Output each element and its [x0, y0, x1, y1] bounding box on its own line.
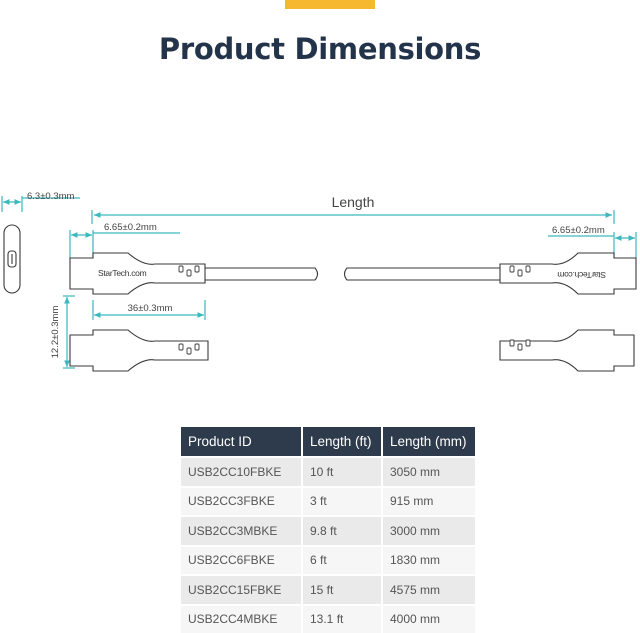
startech-logo-right: StarTech.com: [557, 270, 606, 280]
product-table: Product ID Length (ft) Length (mm) USB2C…: [181, 427, 477, 633]
cell-product-id: USB2CC6FBKE: [181, 544, 303, 575]
cell-length-mm: 4000 mm: [382, 603, 477, 633]
left-tip-label: 6.65±0.2mm: [104, 222, 157, 233]
cell-length-ft: 15 ft: [302, 574, 383, 605]
page-title: Product Dimensions: [158, 32, 482, 66]
cell-product-id: USB2CC3MBKE: [181, 515, 303, 546]
cell-length-ft: 13.1 ft: [302, 603, 383, 633]
right-cable: [343, 267, 500, 281]
cell-product-id: USB2CC4MBKE: [181, 603, 303, 633]
header-product-id: Product ID: [181, 427, 303, 457]
depth-label: 6.3±0.3mm: [27, 191, 75, 202]
right-connector-top: [499, 252, 637, 295]
right-tip-label: 6.65±0.2mm: [552, 225, 605, 236]
cell-length-ft: 6 ft: [302, 544, 383, 575]
cell-length-ft: 9.8 ft: [302, 515, 383, 546]
table-row: USB2CC3MBKE 9.8 ft 3000 mm: [181, 515, 477, 546]
cell-length-mm: 1830 mm: [382, 544, 477, 575]
cell-length-mm: 4575 mm: [382, 574, 477, 605]
table-row: USB2CC3FBKE 3 ft 915 mm: [181, 485, 477, 516]
left-connector-bottom: [69, 329, 209, 372]
cell-product-id: USB2CC10FBKE: [181, 456, 303, 487]
left-cable: [205, 267, 319, 281]
length-label: Length: [332, 194, 375, 210]
table-row: USB2CC6FBKE 6 ft 1830 mm: [181, 544, 477, 575]
header-length-mm: Length (mm): [382, 427, 477, 457]
header-length-ft: Length (ft): [302, 427, 383, 457]
cell-length-mm: 3050 mm: [382, 456, 477, 487]
height-label: 12.2±0.3mm: [50, 306, 61, 359]
left-connector-top: [69, 252, 206, 295]
cell-product-id: USB2CC15FBKE: [181, 574, 303, 605]
dimension-diagram: 6.3±0.3mm Length 6.65±0.2mm 6.65±0.2mm 3…: [1, 191, 637, 372]
table-header-row: Product ID Length (ft) Length (mm): [181, 427, 477, 457]
cable-drawing: [3, 224, 637, 372]
table-row: USB2CC10FBKE 10 ft 3050 mm: [181, 456, 477, 487]
startech-logo-left: StarTech.com: [98, 268, 147, 278]
accent-bar: [285, 0, 375, 9]
table-row: USB2CC15FBKE 15 ft 4575 mm: [181, 574, 477, 605]
cell-length-ft: 10 ft: [302, 456, 383, 487]
connector-label: 36±0.3mm: [128, 303, 173, 314]
dimension-lines: [1, 196, 637, 369]
cell-length-mm: 915 mm: [382, 485, 477, 516]
cell-length-mm: 3000 mm: [382, 515, 477, 546]
cell-length-ft: 3 ft: [302, 485, 383, 516]
table-row: USB2CC4MBKE 13.1 ft 4000 mm: [181, 603, 477, 633]
cell-product-id: USB2CC3FBKE: [181, 485, 303, 516]
right-connector-bottom: [499, 329, 635, 372]
